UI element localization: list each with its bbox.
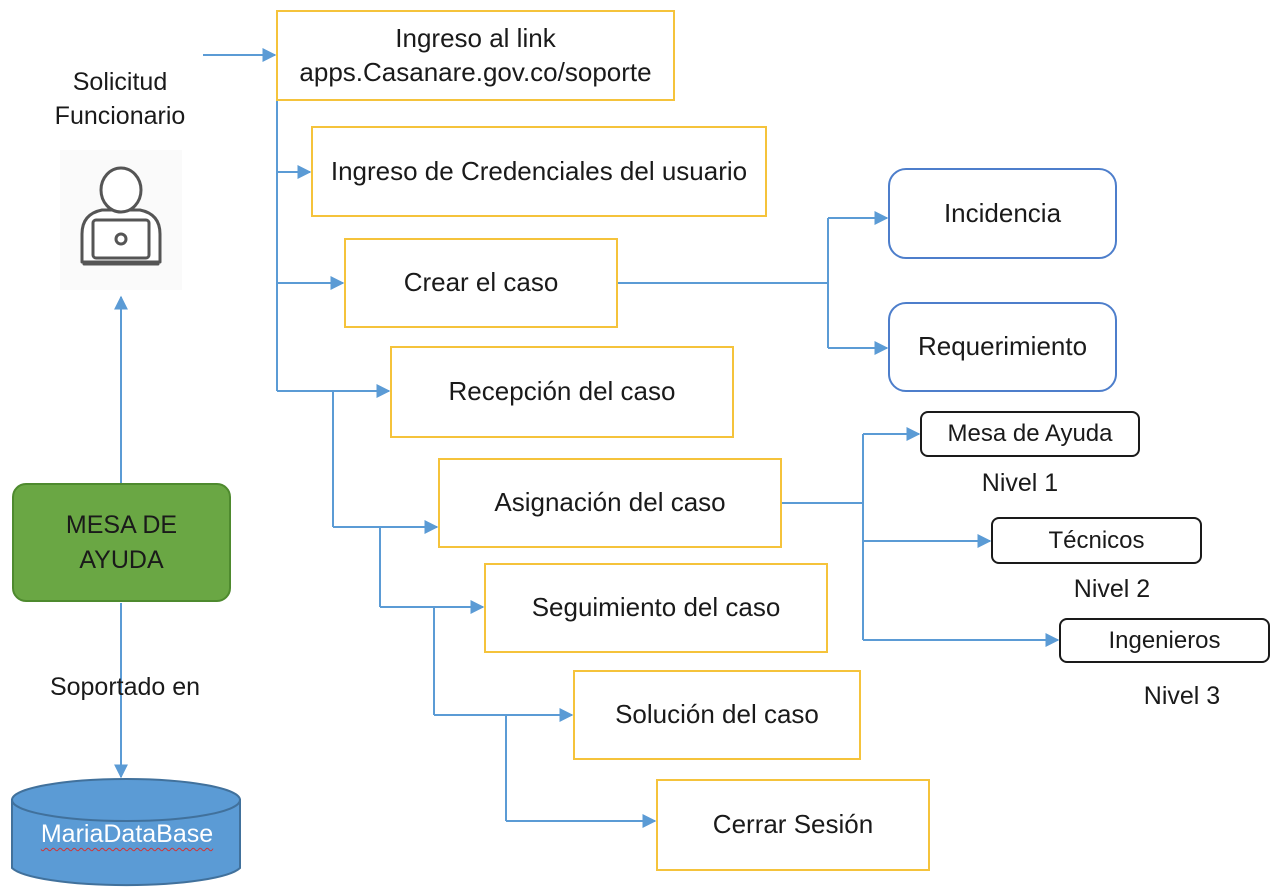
level-helpdesk: Mesa de Ayuda bbox=[920, 411, 1140, 457]
level-3-label: Nivel 3 bbox=[1143, 682, 1221, 710]
user-laptop-icon bbox=[60, 150, 182, 290]
actor-label: Solicitud Funcionario bbox=[54, 68, 186, 130]
level-1-label: Nivel 1 bbox=[981, 469, 1059, 497]
level-2-label: Nivel 2 bbox=[1073, 575, 1151, 603]
step-create: Crear el caso bbox=[344, 238, 618, 328]
step-followup: Seguimiento del caso bbox=[484, 563, 828, 653]
step-assignment: Asignación del caso bbox=[438, 458, 782, 548]
supported-in-label: Soportado en bbox=[49, 673, 201, 701]
database-label: MariaDataBase bbox=[40, 820, 214, 848]
step-credentials: Ingreso de Credenciales del usuario bbox=[311, 126, 767, 217]
step-solution: Solución del caso bbox=[573, 670, 861, 760]
case-type-requirement: Requerimiento bbox=[888, 302, 1117, 392]
level-technicians: Técnicos bbox=[991, 517, 1202, 564]
step-link: Ingreso al link apps.Casanare.gov.co/sop… bbox=[276, 10, 675, 101]
help-desk-box: MESA DE AYUDA bbox=[12, 483, 231, 602]
level-engineers: Ingenieros bbox=[1059, 618, 1270, 663]
step-reception: Recepción del caso bbox=[390, 346, 734, 438]
case-type-incident: Incidencia bbox=[888, 168, 1117, 259]
step-logout: Cerrar Sesión bbox=[656, 779, 930, 871]
database-cylinder bbox=[11, 778, 241, 887]
